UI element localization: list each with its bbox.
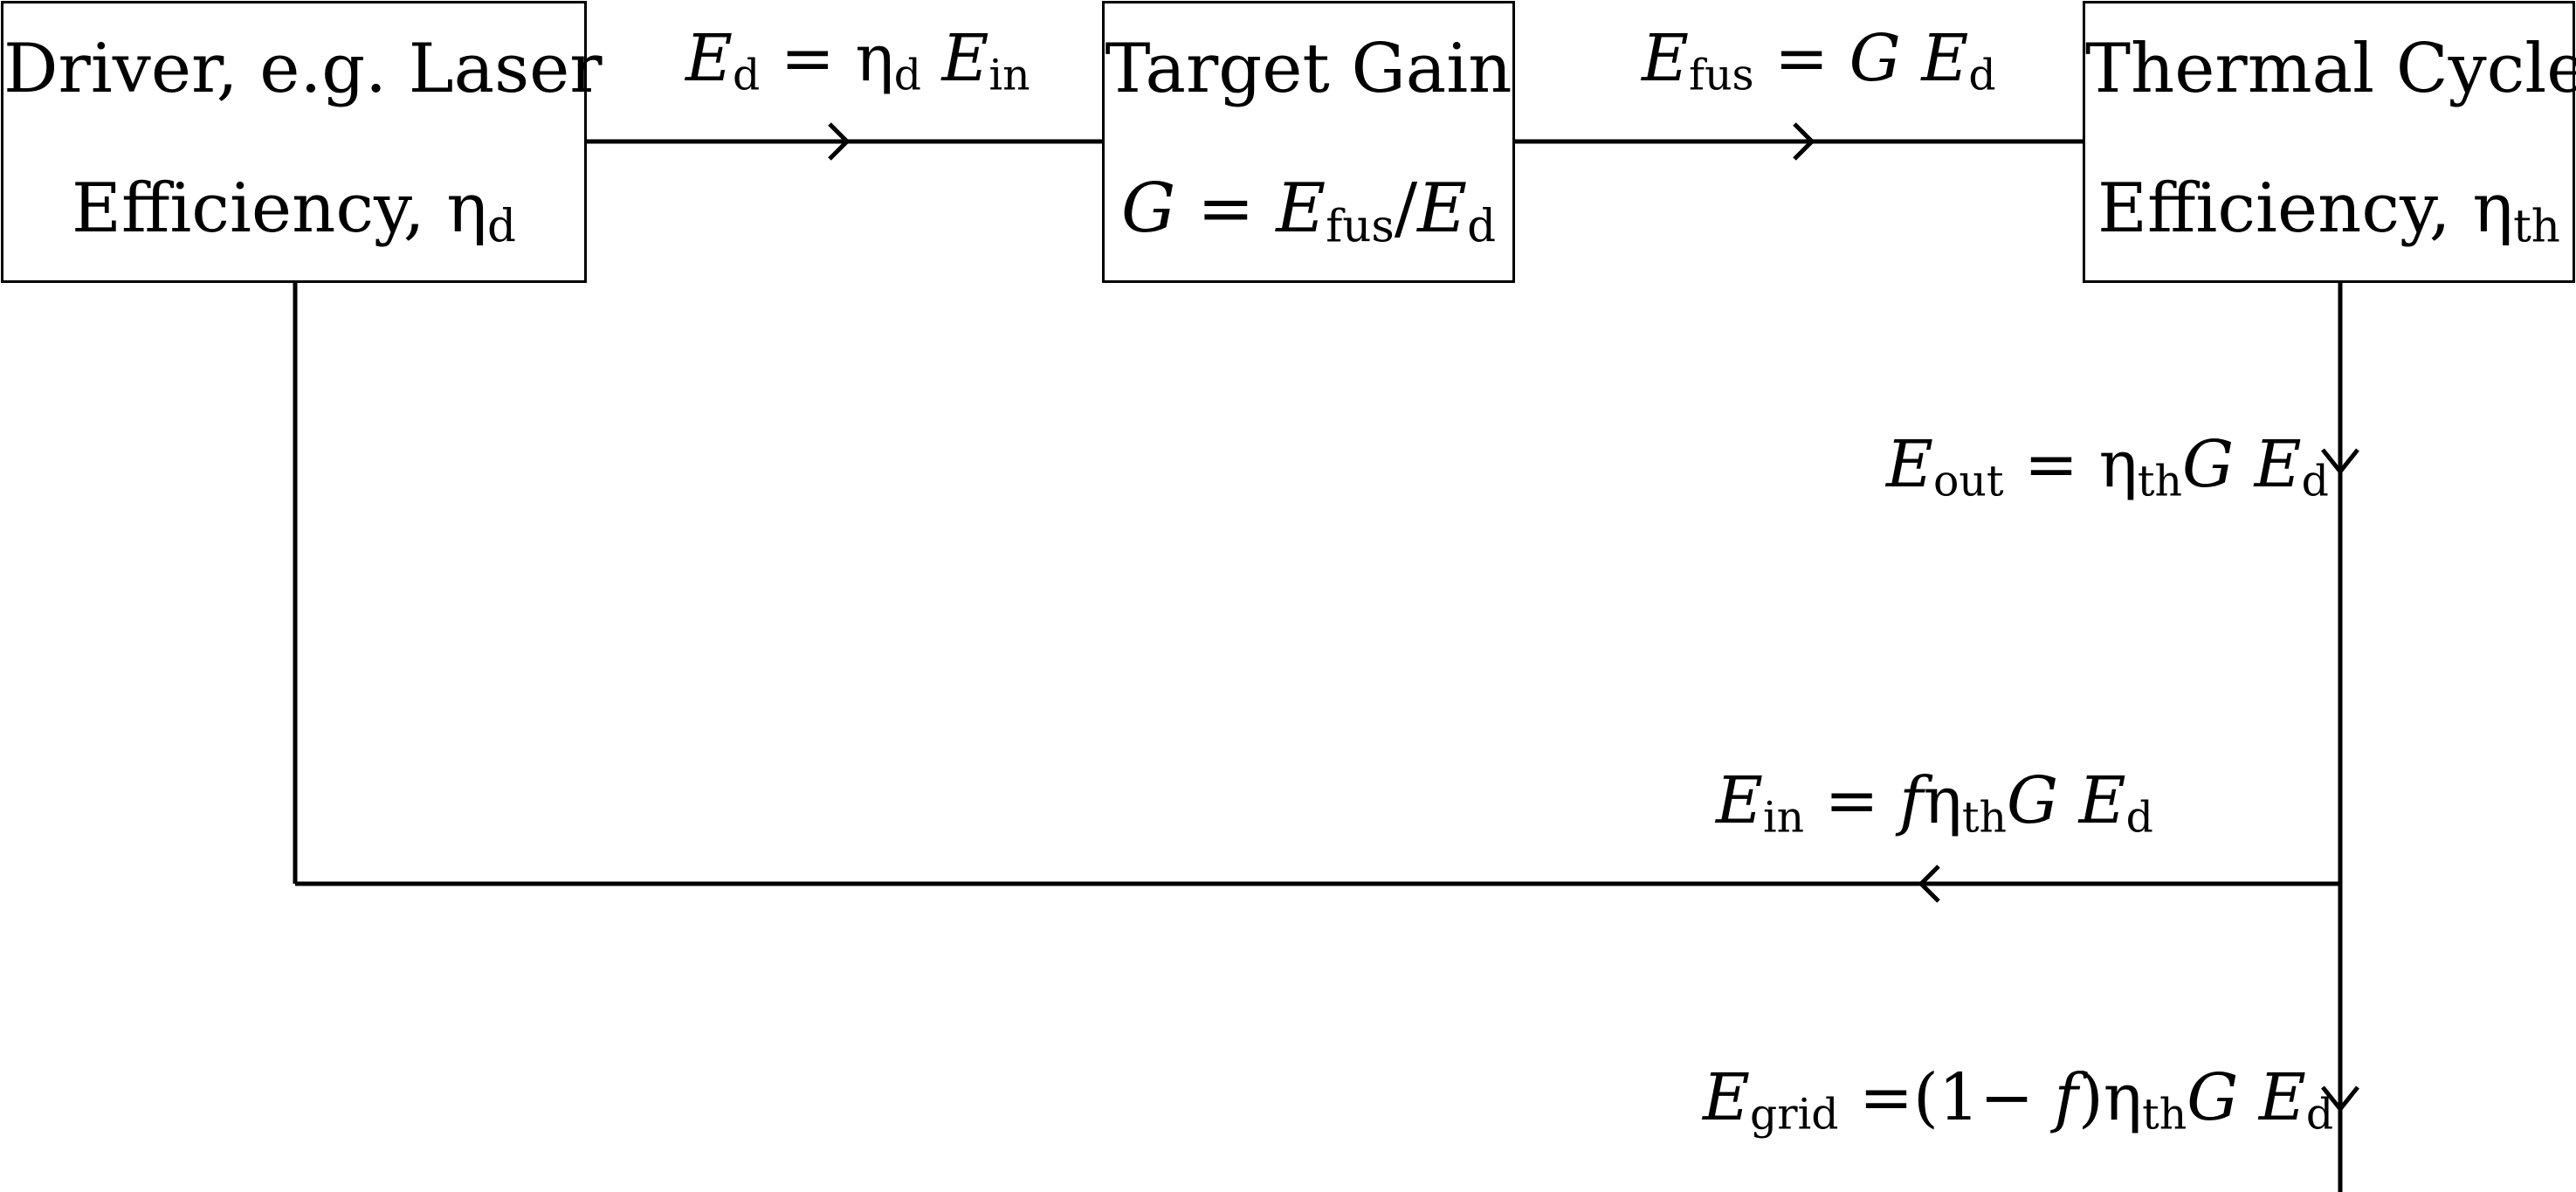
lbl-E-sub: grid xyxy=(1750,1089,1839,1140)
lbl-E: E xyxy=(685,21,734,96)
thermal-cycle-efficiency: Efficiency, ηth xyxy=(2085,175,2573,249)
label-grid-energy: Egrid =(1− f)ηthG Ed xyxy=(1703,1065,2333,1136)
thermal-efficiency-sub: th xyxy=(2513,200,2560,253)
lbl-eq: = xyxy=(1753,21,1849,96)
lbl-eta: η xyxy=(2103,1060,2143,1135)
lbl-E2: E xyxy=(2258,1060,2306,1135)
driver-title: Driver, e.g. Laser xyxy=(3,30,603,108)
lbl-eq: = xyxy=(2003,427,2099,502)
lbl-E2: E xyxy=(1921,21,1969,96)
lbl-eta: η xyxy=(2098,427,2138,502)
label-output-energy: Eout = ηthG Ed xyxy=(1886,432,2329,503)
lbl-E2-sub: d xyxy=(2125,792,2153,843)
formula-slash: / xyxy=(1394,169,1418,248)
lbl-E-sub: in xyxy=(1763,792,1805,843)
lbl-E-sub: d xyxy=(733,50,761,100)
formula-G: G xyxy=(1120,169,1176,248)
lbl-eta-sub: th xyxy=(2142,1089,2187,1140)
lbl-G: G xyxy=(2187,1060,2239,1135)
lbl-E2: E xyxy=(2254,427,2302,502)
lbl-E: E xyxy=(1642,21,1690,96)
arrowhead-target-to-thermal xyxy=(1793,122,1815,161)
formula-sub-fus: fus xyxy=(1326,200,1395,253)
lbl-eta-sub: th xyxy=(2137,456,2182,506)
formula-E-d: E xyxy=(1417,169,1468,248)
lbl-E: E xyxy=(1703,1060,1751,1135)
lbl-eq: = xyxy=(1804,763,1900,838)
formula-E-fus: E xyxy=(1276,169,1326,248)
thermal-efficiency-text: Efficiency, η xyxy=(2097,169,2514,248)
thermal-cycle-box: Thermal Cycle Efficiency, ηth xyxy=(2083,1,2576,283)
arrowhead-driver-to-target xyxy=(828,122,851,161)
label-driver-energy: Ed = ηd Ein xyxy=(685,26,1030,97)
lbl-f: f xyxy=(2054,1060,2078,1135)
lbl-eq: = xyxy=(760,21,856,96)
lbl-E2: E xyxy=(2078,763,2126,838)
formula-sub-d: d xyxy=(1467,200,1497,253)
lbl-E2-sub: d xyxy=(2305,1089,2334,1140)
lbl-G: G xyxy=(2006,763,2059,838)
formula-eq: = xyxy=(1175,169,1277,248)
arrowhead-grid xyxy=(2321,1085,2359,1113)
lbl-E: E xyxy=(1886,427,1934,502)
lbl-f: f xyxy=(1899,763,1924,838)
lbl-close: ) xyxy=(2077,1060,2104,1135)
driver-box: Driver, e.g. Laser Efficiency, ηd xyxy=(1,1,603,283)
lbl-eq: =(1− xyxy=(1838,1060,2055,1135)
driver-efficiency: Efficiency, ηd xyxy=(3,175,584,249)
lbl-eta-sub: th xyxy=(1961,792,2007,843)
label-fusion-energy: Efus = G Ed xyxy=(1642,26,1996,97)
lbl-eta-sub: d xyxy=(893,50,921,100)
driver-efficiency-sub: d xyxy=(487,200,516,253)
label-recirculated-energy: Ein = fηthG Ed xyxy=(1716,768,2153,839)
arrowhead-thermal-out xyxy=(2321,448,2359,476)
lbl-G: G xyxy=(1849,21,1901,96)
lbl-E: E xyxy=(1716,763,1764,838)
lbl-E2-sub: in xyxy=(988,50,1030,100)
thermal-cycle-title: Thermal Cycle xyxy=(2085,30,2576,108)
lbl-E2-sub: d xyxy=(2301,456,2329,506)
driver-efficiency-text: Efficiency, η xyxy=(72,169,488,248)
target-gain-box: Target Gain G = Efus/Ed xyxy=(1102,1,1515,283)
lbl-eta: η xyxy=(1923,763,1962,838)
lbl-E-sub: out xyxy=(1933,456,2004,506)
lbl-E2-sub: d xyxy=(1968,50,1996,100)
arrowhead-recirculation xyxy=(1918,865,1940,903)
lbl-G: G xyxy=(2181,427,2235,502)
lbl-E-sub: fus xyxy=(1689,50,1754,100)
lbl-eta: η xyxy=(855,21,894,96)
lbl-E2: E xyxy=(941,21,989,96)
target-gain-title: Target Gain xyxy=(1105,30,1512,108)
target-gain-formula: G = Efus/Ed xyxy=(1105,175,1512,249)
